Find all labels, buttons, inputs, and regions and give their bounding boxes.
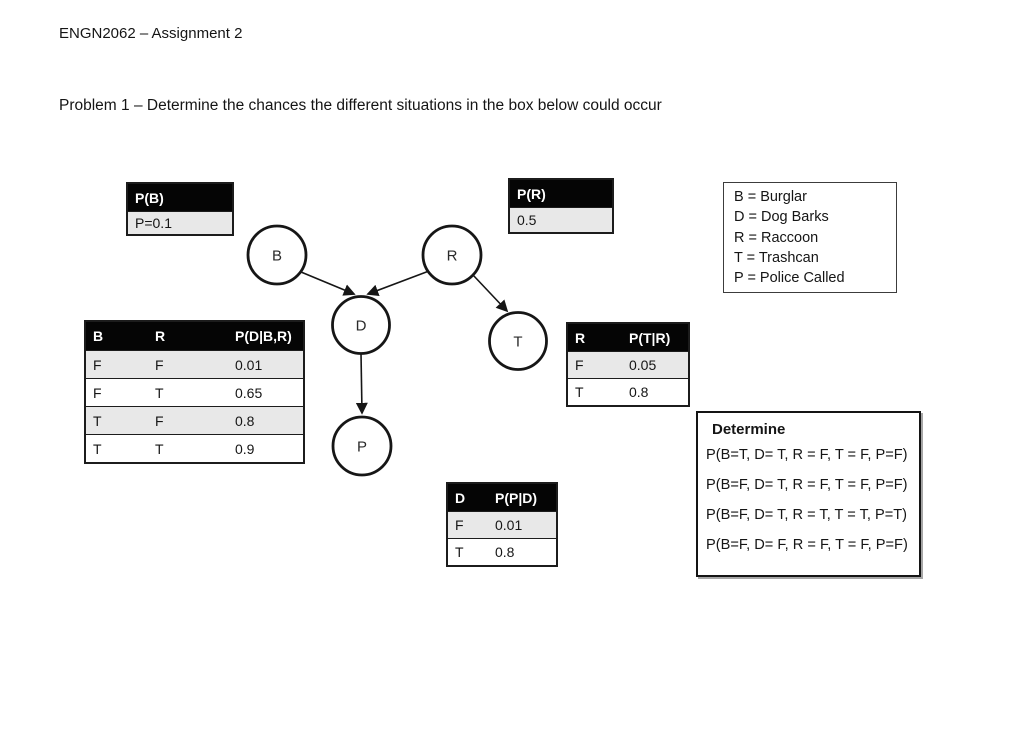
edge-d-to-p bbox=[355, 352, 368, 415]
determine-query: P(B=T, D= T, R = F, T = F, P=F) bbox=[706, 447, 908, 463]
node-trashcan-circle bbox=[488, 311, 548, 371]
cell-prob: 0.01 bbox=[235, 356, 263, 373]
table-row: T T 0.9 bbox=[86, 434, 303, 462]
legend-item-raccoon: R = Raccoon bbox=[734, 229, 819, 246]
table-row: T F 0.8 bbox=[86, 406, 303, 434]
table-row: F 0.05 bbox=[568, 351, 688, 378]
header-p-p-given-d: P(P|D) bbox=[495, 489, 538, 506]
edge-r-to-d bbox=[366, 270, 430, 297]
cell-d: T bbox=[455, 544, 464, 560]
table-row: T 0.8 bbox=[568, 378, 688, 405]
problem-statement: Problem 1 – Determine the chances the di… bbox=[59, 97, 662, 114]
cell-prob: 0.65 bbox=[235, 384, 263, 401]
header-d: D bbox=[455, 489, 466, 506]
cell-r: F bbox=[155, 356, 164, 373]
header-b: B bbox=[93, 328, 104, 344]
node-burglar-circle bbox=[246, 224, 308, 286]
determine-box: Determine P(B=T, D= T, R = F, T = F, P=F… bbox=[696, 411, 921, 577]
node-dog-barks-circle bbox=[331, 295, 391, 355]
node-dog-barks-label: D bbox=[356, 318, 367, 335]
cell-r: F bbox=[575, 357, 584, 373]
cell-prob: 0.01 bbox=[495, 517, 523, 533]
table-p-t-given-r-header-row: R P(T|R) bbox=[568, 324, 688, 351]
header-p-t-given-r: P(T|R) bbox=[629, 329, 671, 346]
table-p-p-given-d-header-row: D P(P|D) bbox=[448, 484, 556, 511]
cell-b: T bbox=[93, 440, 102, 457]
legend-box: B = Burglar D = Dog Barks R = Raccoon T … bbox=[723, 182, 897, 293]
cell-d: F bbox=[455, 517, 464, 533]
table-p-r-header: P(R) bbox=[517, 185, 546, 202]
determine-query: P(B=F, D= T, R = F, T = F, P=F) bbox=[706, 477, 908, 493]
node-trashcan: T bbox=[488, 311, 548, 371]
cell-b: F bbox=[93, 356, 102, 373]
table-p-b-header: P(B) bbox=[135, 189, 164, 206]
table-p-b-value: P=0.1 bbox=[135, 215, 172, 231]
determine-title: Determine bbox=[712, 421, 786, 438]
node-trashcan-label: T bbox=[513, 334, 522, 351]
node-raccoon-label: R bbox=[447, 248, 458, 265]
legend-item-trashcan: T = Trashcan bbox=[734, 249, 819, 266]
table-p-r-value: 0.5 bbox=[517, 212, 537, 228]
cell-r: F bbox=[155, 412, 164, 429]
cell-r: T bbox=[575, 384, 584, 400]
table-row: F F 0.01 bbox=[86, 350, 303, 378]
table-p-r: P(R) 0.5 bbox=[508, 178, 614, 234]
cell-r: T bbox=[155, 440, 164, 457]
determine-query: P(B=F, D= T, R = T, T = T, P=T) bbox=[706, 507, 908, 523]
table-p-t-given-r: R P(T|R) F 0.05 T 0.8 bbox=[566, 322, 690, 407]
header-r: R bbox=[575, 329, 586, 346]
table-row: F T 0.65 bbox=[86, 378, 303, 406]
edge-r-to-t bbox=[472, 274, 509, 313]
node-burglar: B bbox=[246, 224, 308, 286]
node-raccoon: R bbox=[421, 224, 483, 286]
course-title: ENGN2062 – Assignment 2 bbox=[59, 25, 243, 42]
node-police-called-circle bbox=[331, 415, 393, 477]
table-p-p-given-d: D P(P|D) F 0.01 T 0.8 bbox=[446, 482, 558, 567]
table-row: T 0.8 bbox=[448, 538, 556, 565]
cell-prob: 0.05 bbox=[629, 357, 657, 373]
cell-prob: 0.9 bbox=[235, 440, 255, 457]
node-police-called: P bbox=[331, 415, 393, 477]
cell-b: T bbox=[93, 412, 102, 429]
table-row: F 0.01 bbox=[448, 511, 556, 538]
node-police-called-label: P bbox=[357, 439, 367, 456]
header-r: R bbox=[155, 328, 166, 344]
cell-r: T bbox=[155, 384, 164, 401]
legend-item-burglar: B = Burglar bbox=[734, 189, 807, 205]
determine-query: P(B=F, D= F, R = F, T = F, P=F) bbox=[706, 537, 908, 553]
cell-prob: 0.8 bbox=[495, 544, 515, 560]
legend-item-police-called: P = Police Called bbox=[734, 270, 845, 287]
cell-b: F bbox=[93, 384, 102, 401]
legend-item-dog-barks: D = Dog Barks bbox=[734, 209, 829, 226]
cell-prob: 0.8 bbox=[629, 384, 649, 400]
table-p-d-given-b-r-header-row: B R P(D|B,R) bbox=[86, 322, 303, 350]
header-p-d-given-b-r: P(D|B,R) bbox=[235, 328, 292, 344]
node-raccoon-circle bbox=[421, 224, 483, 286]
cell-prob: 0.8 bbox=[235, 412, 255, 429]
node-burglar-label: B bbox=[272, 248, 282, 265]
edge-b-to-d bbox=[300, 271, 356, 296]
table-p-d-given-b-r: B R P(D|B,R) F F 0.01 F T 0.65 T F 0.8 T… bbox=[84, 320, 305, 464]
table-p-b: P(B) P=0.1 bbox=[126, 182, 234, 236]
node-dog-barks: D bbox=[331, 295, 391, 355]
